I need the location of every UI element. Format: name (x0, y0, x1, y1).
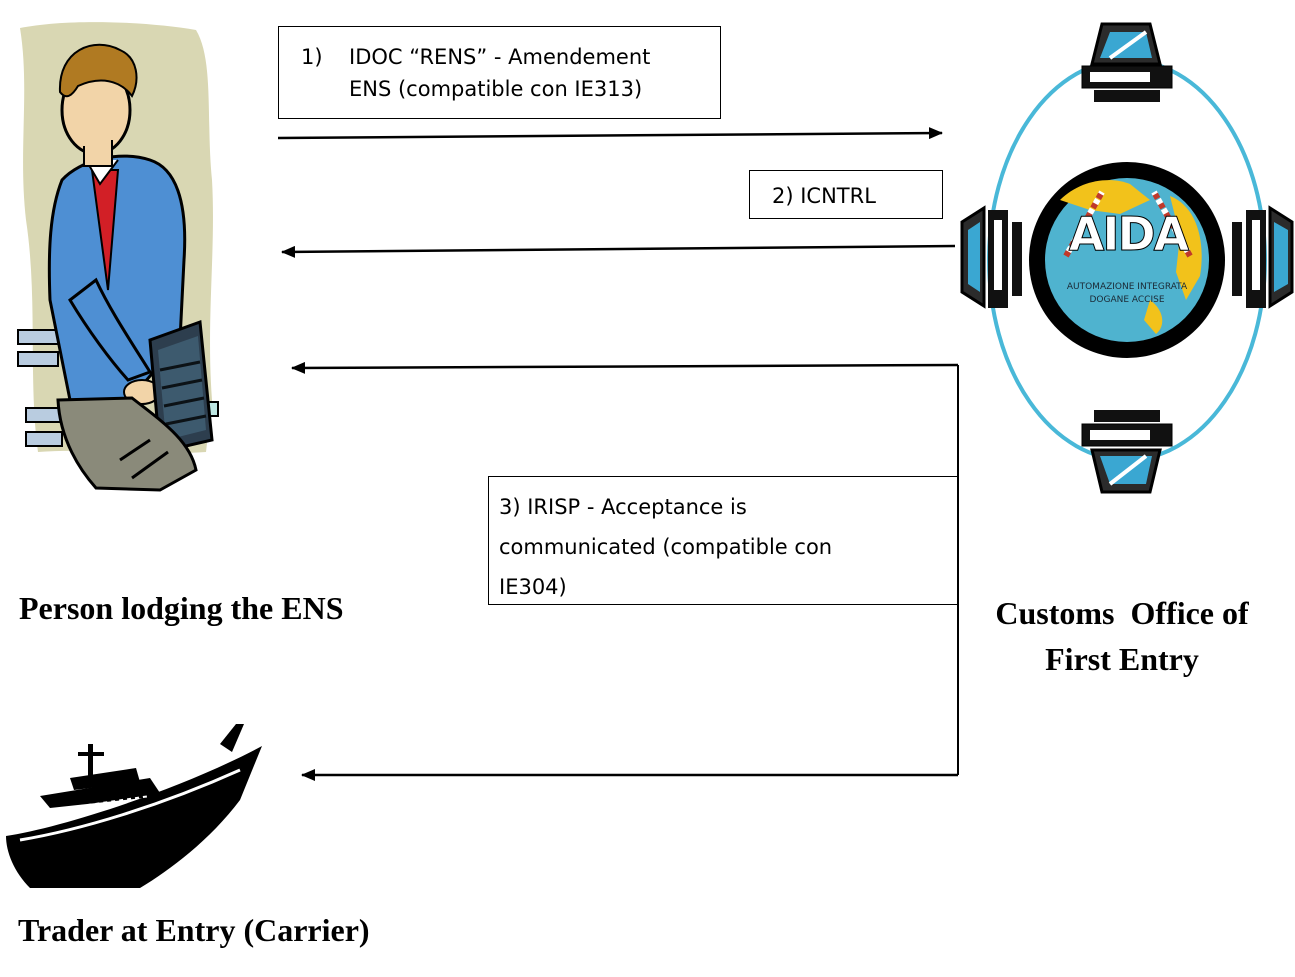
message-box-3: 3) IRISP - Acceptance is communicated (c… (488, 476, 958, 605)
message-1-line2: ENS (compatible con IE313) (349, 77, 643, 101)
person-at-computer-illustration (17, 22, 219, 492)
aida-logo-letters: AIDA (1069, 207, 1190, 261)
actor-label-customs: Customs Office of First Entry (972, 590, 1272, 682)
actor-label-customs-line1: Customs Office of (995, 595, 1249, 631)
aida-logo: AIDA AUTOMAZIONE INTEGRATA DOGANE ACCISE (1029, 162, 1225, 358)
message-arrows (277, 127, 959, 781)
actor-label-trader: Trader at Entry (Carrier) (18, 912, 370, 948)
message-box-2: 2) ICNTRL (749, 170, 943, 219)
message-3-line3: IE304) (499, 575, 567, 599)
aida-logo-text-line1: AUTOMAZIONE INTEGRATA (1067, 282, 1188, 292)
terminal-bottom (1081, 410, 1173, 494)
message-2-text: 2) ICNTRL (772, 184, 876, 208)
aida-network-illustration: AIDA AUTOMAZIONE INTEGRATA DOGANE ACCISE (960, 22, 1294, 494)
terminal-top (1081, 22, 1173, 102)
actor-label-customs-line2: First Entry (1045, 641, 1199, 677)
message-box-1: 1) IDOC “RENS” - Amendement ENS (compatib… (278, 26, 721, 119)
arrow-msg3-to-person (291, 361, 959, 374)
message-3-line2: communicated (compatible con (499, 535, 833, 559)
message-3-line1: 3) IRISP - Acceptance is (499, 495, 747, 519)
ship-illustration (6, 724, 262, 888)
message-1-number: 1) (301, 45, 323, 69)
message-1-line1: IDOC “RENS” - Amendement (349, 45, 651, 69)
arrow-msg2 (281, 244, 956, 258)
aida-logo-text-line2: DOGANE ACCISE (1089, 295, 1164, 305)
arrow-msg1 (277, 127, 943, 140)
terminal-right (1232, 205, 1294, 309)
actor-label-person: Person lodging the ENS (19, 590, 344, 626)
terminal-left (960, 205, 1022, 309)
